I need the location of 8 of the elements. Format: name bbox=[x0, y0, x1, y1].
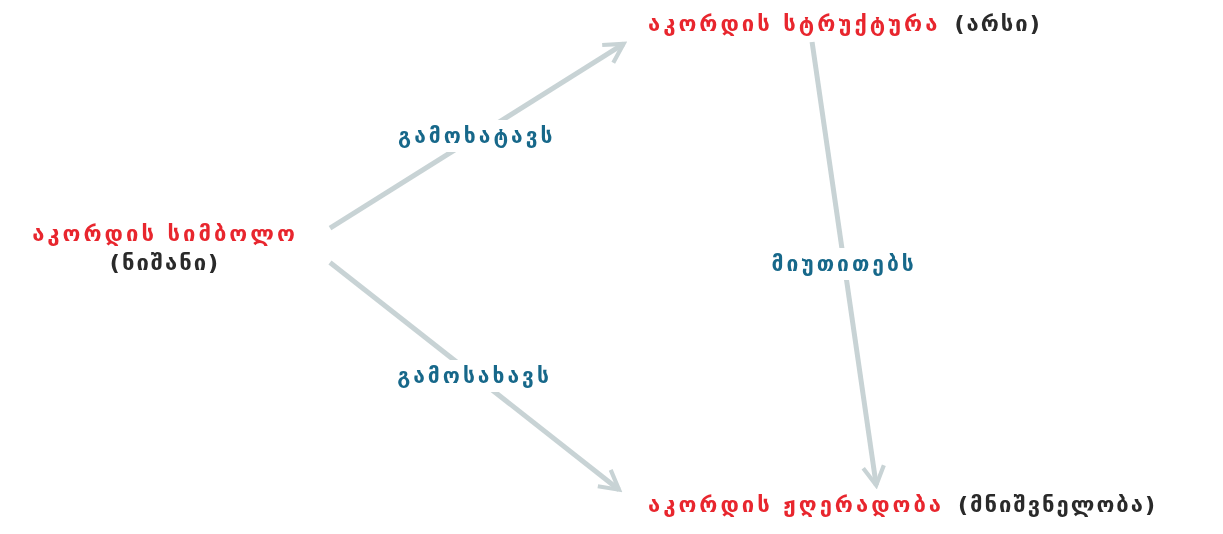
node-title: აკორდის სტრუქტურა bbox=[648, 11, 941, 36]
node-title: აკორდის ჟღერადობა bbox=[648, 492, 945, 517]
arrow bbox=[328, 260, 622, 492]
node-title: აკორდის სიმბოლო bbox=[32, 221, 298, 246]
node-subtitle: (მნიშვნელობა) bbox=[958, 492, 1157, 517]
node-subtitle: (ნიშანი) bbox=[109, 250, 221, 275]
node-subtitle: (არსი) bbox=[954, 11, 1042, 36]
arrow bbox=[809, 41, 886, 488]
